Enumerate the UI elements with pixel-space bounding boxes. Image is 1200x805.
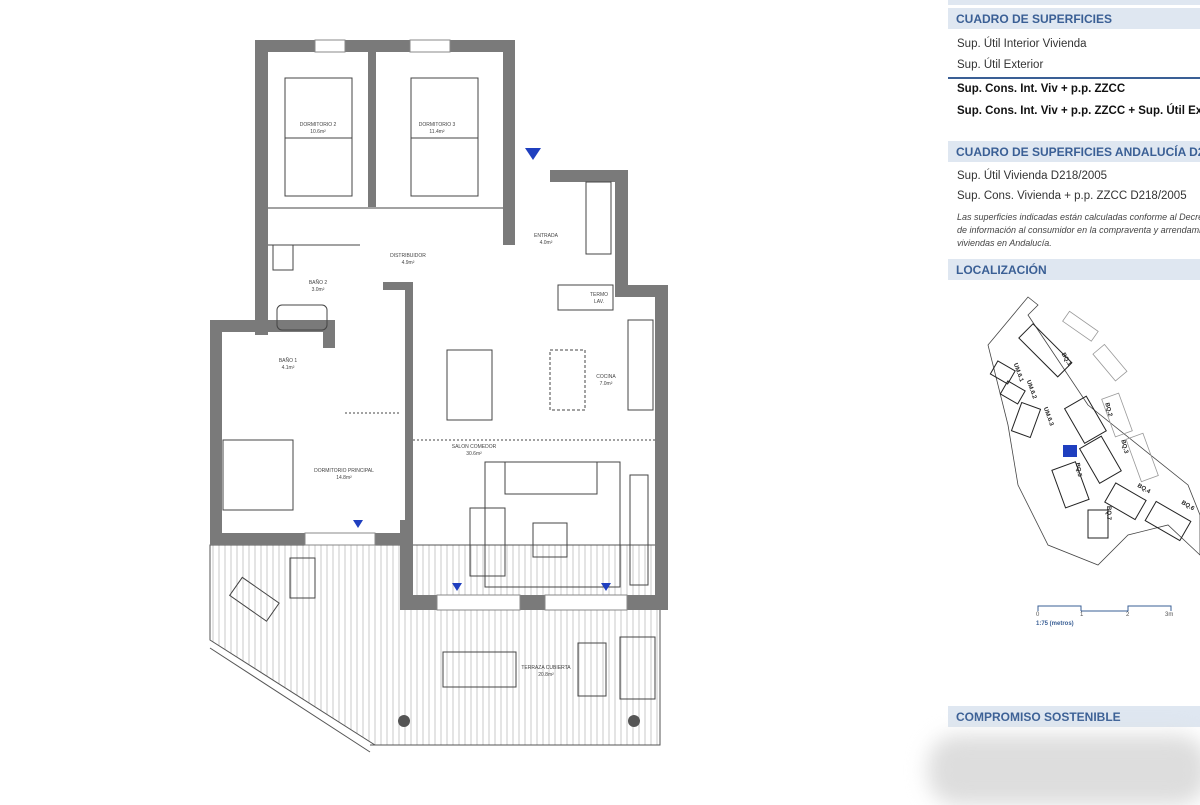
room-area: 3.0m²	[312, 287, 325, 293]
scale-label: 1:75 (metros)	[1036, 621, 1074, 627]
room-name: SALON COMEDOR	[452, 444, 497, 450]
room-name: DORMITORIO PRINCIPAL	[314, 468, 374, 474]
scale-tick: 2	[1126, 612, 1130, 618]
room-area: 14.8m²	[336, 475, 352, 481]
room-area: 20.8m²	[538, 672, 554, 678]
room-name: BAÑO 1	[279, 357, 298, 364]
block-label: BQ.6	[1180, 500, 1196, 513]
unit-location-marker	[1063, 445, 1077, 457]
scale-bar	[1037, 605, 1172, 612]
room-name: TERRAZA CUBIERTA	[521, 665, 571, 671]
block-label: BQ.4	[1136, 483, 1152, 496]
superficies-header: CUADRO DE SUPERFICIES	[948, 8, 1200, 29]
sup-util-interior: Sup. Útil Interior Vivienda	[957, 38, 1087, 50]
sostenible-header: COMPROMISO SOSTENIBLE	[948, 706, 1200, 727]
room-area: 10.6m²	[310, 129, 326, 135]
legal-note: de información al consumidor en la compr…	[957, 225, 1200, 235]
andalucia-header: CUADRO DE SUPERFICIES ANDALUCÍA D218/200…	[948, 141, 1200, 162]
column-icon	[628, 715, 640, 727]
room-labels: DORMITORIO 210.6m² DORMITORIO 311.4m² DI…	[279, 122, 617, 678]
divider	[948, 77, 1200, 79]
sup-util-exterior: Sup. Útil Exterior	[957, 59, 1044, 71]
room-name: BAÑO 2	[309, 279, 328, 286]
localizacion-header: LOCALIZACIÓN	[948, 259, 1200, 280]
room-area: 4.9m²	[402, 260, 415, 266]
terrace-deck	[209, 544, 661, 746]
room-name: ENTRADA	[534, 233, 559, 239]
room-area: 4.0m²	[540, 240, 553, 246]
termo-label: TERMO	[590, 292, 608, 298]
furniture	[222, 77, 656, 700]
block-label: BQ.5	[1074, 462, 1082, 477]
sup-cons-d218: Sup. Cons. Vivienda + p.p. ZZCC D218/200…	[957, 190, 1187, 202]
sup-util-d218: Sup. Útil Vivienda D218/2005	[957, 170, 1108, 182]
scale-tick: 3m	[1165, 612, 1174, 618]
room-name: COCINA	[596, 374, 616, 380]
sup-cons: Sup. Cons. Int. Viv + p.p. ZZCC	[957, 83, 1126, 95]
blurred-region	[928, 735, 1200, 805]
room-area: 7.0m²	[600, 381, 613, 387]
location-map: BQ.1 BQ.2 BQ.3 BQ.4 BQ.5 BQ.6 BQ.7 UM.6.…	[987, 296, 1200, 566]
block-label: UM.6.3	[1042, 407, 1054, 428]
legal-note: viviendas en Andalucía.	[957, 238, 1052, 248]
block-label: BQ.2	[1103, 402, 1113, 418]
block-label: BQ.7	[1105, 506, 1111, 521]
column-icon	[398, 715, 410, 727]
room-name: DORMITORIO 3	[419, 122, 456, 128]
room-area: 4.1m²	[282, 365, 295, 371]
legal-note: Las superficies indicadas están calculad…	[957, 212, 1200, 222]
termo-label: LAV.	[594, 299, 604, 305]
scale-tick: 1	[1080, 612, 1084, 618]
view-marker-icons	[353, 148, 611, 591]
floor-plan: DORMITORIO 210.6m² DORMITORIO 311.4m² DI…	[209, 39, 668, 753]
block-label: BQ.3	[1119, 439, 1129, 455]
scale-tick: 0	[1036, 612, 1040, 618]
room-name: DORMITORIO 2	[300, 122, 337, 128]
block-label: UM.6.2	[1025, 380, 1037, 401]
room-name: DISTRIBUIDOR	[390, 253, 426, 259]
sup-cons-exterior: Sup. Cons. Int. Viv + p.p. ZZCC + Sup. Ú…	[957, 105, 1200, 117]
header-bar	[948, 0, 1200, 5]
room-area: 11.4m²	[429, 129, 445, 135]
block-labels: BQ.1 BQ.2 BQ.3 BQ.4 BQ.5 BQ.6 BQ.7 UM.6.…	[1012, 352, 1196, 521]
walls	[210, 40, 668, 610]
windows	[304, 39, 628, 611]
info-panel: CUADRO DE SUPERFICIES Sup. Útil Interior…	[928, 0, 1200, 805]
room-area: 30.6m²	[466, 451, 482, 457]
